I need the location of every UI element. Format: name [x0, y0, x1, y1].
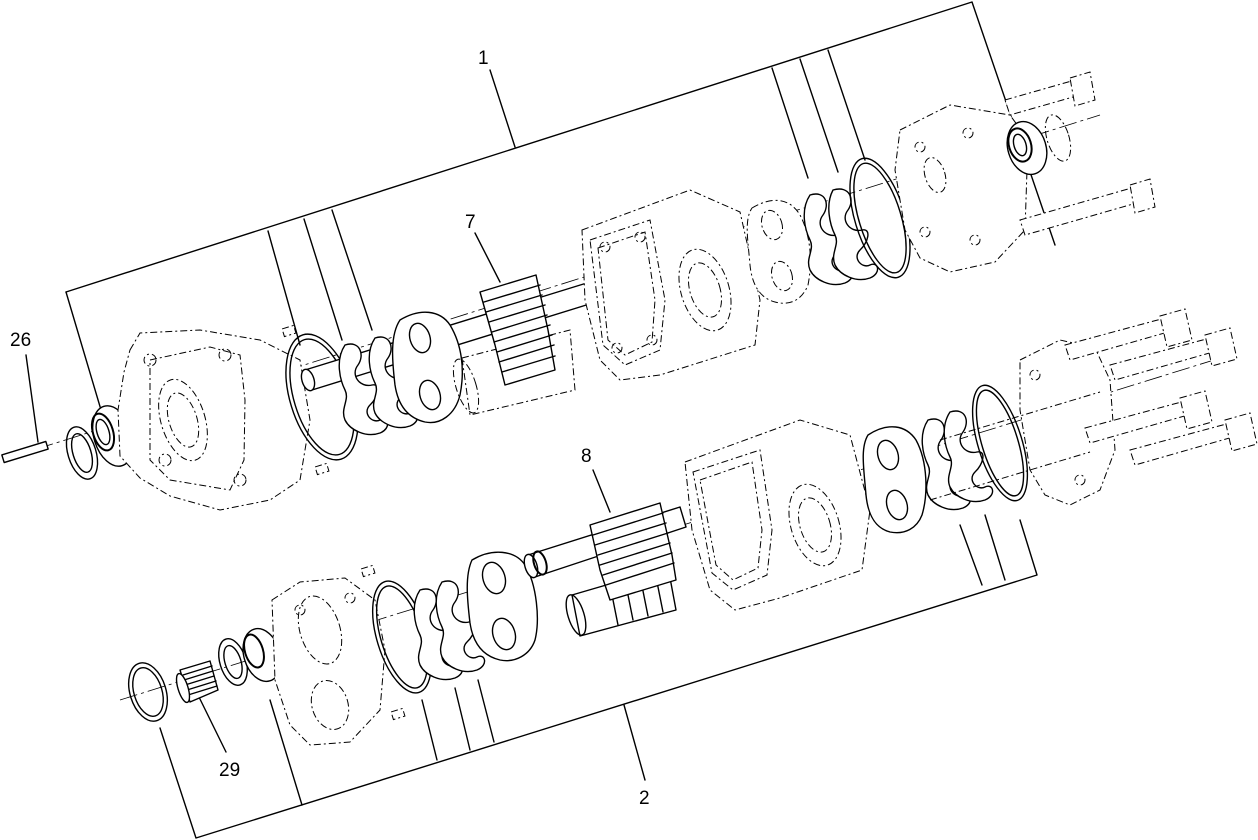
bolts-upper — [1004, 71, 1156, 236]
backup-seals-upper — [338, 336, 419, 436]
callout-labels: 1 2 7 8 26 29 — [10, 48, 650, 809]
wear-plate-upper — [391, 311, 463, 424]
end-cover-lower — [1019, 339, 1116, 506]
callout-26: 26 — [10, 330, 31, 351]
wear-plate-lower — [466, 551, 538, 662]
leader-lines — [25, 232, 611, 753]
bolts-lower — [929, 308, 1258, 501]
dowel-pins-upper — [281, 324, 330, 476]
bearing-rear — [1006, 120, 1048, 176]
center-housing-upper — [581, 189, 761, 381]
drive-gear-7 — [479, 274, 556, 386]
callout-2: 2 — [639, 788, 650, 809]
callout-8: 8 — [581, 446, 592, 467]
dowel-pins-lower — [360, 564, 406, 721]
bracket-2 — [159, 514, 1038, 839]
rear-backup-seals-lower — [921, 410, 994, 511]
snap-ring-rear — [1044, 114, 1072, 162]
key-pin — [1, 440, 49, 464]
retaining-ring-upper — [65, 426, 99, 480]
callout-29: 29 — [219, 760, 240, 781]
center-housing-lower — [684, 419, 871, 611]
drive-gear-8 — [589, 502, 677, 601]
callout-1: 1 — [478, 48, 489, 69]
end-cover-upper — [894, 104, 1029, 273]
rear-backup-seal-upper — [803, 188, 879, 286]
o-ring-lower-rear — [971, 384, 1029, 502]
backup-seals-lower — [413, 580, 486, 681]
lower-pump — [127, 308, 1258, 746]
callout-7: 7 — [465, 212, 476, 233]
adapter-plate-lower — [271, 577, 386, 746]
rear-wear-plate-lower — [862, 426, 927, 534]
o-ring-lower-front — [127, 662, 169, 722]
rear-wear-plate-upper — [746, 199, 811, 304]
upper-pump — [1, 71, 1156, 511]
splined-coupling-29 — [175, 660, 219, 704]
front-cover — [117, 329, 311, 511]
